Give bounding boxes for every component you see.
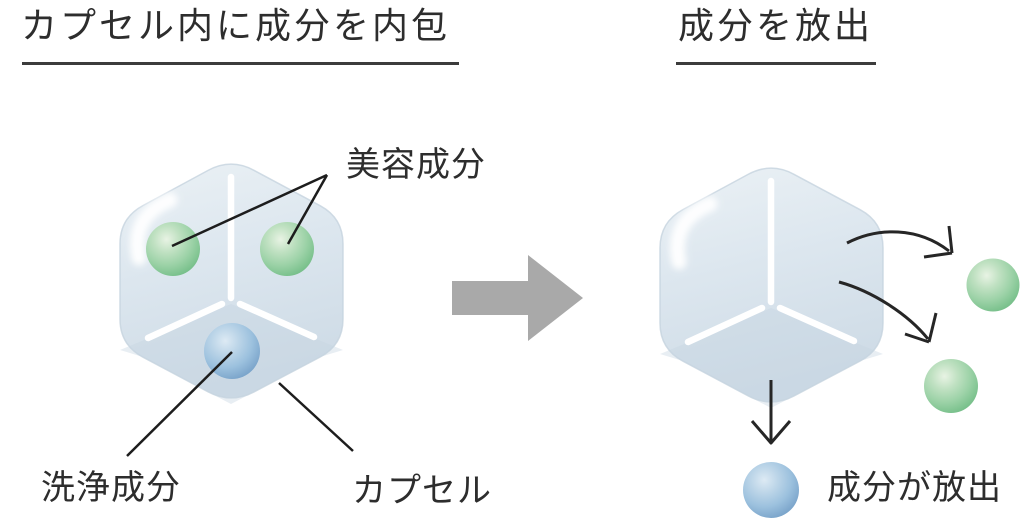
capsule-right-icon: [660, 168, 883, 408]
released-blue-sphere: [743, 462, 799, 518]
leader-line-beauty-1: [171, 173, 328, 248]
release-arrow-down-icon: [750, 380, 792, 445]
release-arrow-top-icon: [846, 225, 954, 259]
left-section-title: カプセル内に成分を内包: [21, 5, 451, 46]
leader-line-beauty-2: [286, 174, 329, 245]
cleansing-ingredient-label: 洗浄成分: [41, 469, 181, 507]
released-label: 成分が放出: [827, 469, 1002, 507]
leader-line-capsule: [278, 382, 354, 452]
released-green-sphere-2: [924, 359, 978, 413]
leader-line-cleansing: [126, 351, 233, 457]
right-section-title: 成分を放出: [678, 5, 874, 46]
released-green-sphere-1: [966, 258, 1020, 312]
release-arrow-middle-icon: [838, 280, 938, 344]
beauty-ingredient-label: 美容成分: [346, 146, 486, 184]
transition-arrow-icon: [452, 255, 583, 341]
right-title-underline: [676, 62, 876, 65]
beauty-ingredient-sphere-1: [146, 222, 200, 276]
left-title-underline: [22, 62, 459, 65]
capsule-label: カプセル: [352, 472, 492, 510]
beauty-ingredient-sphere-2: [260, 222, 314, 276]
